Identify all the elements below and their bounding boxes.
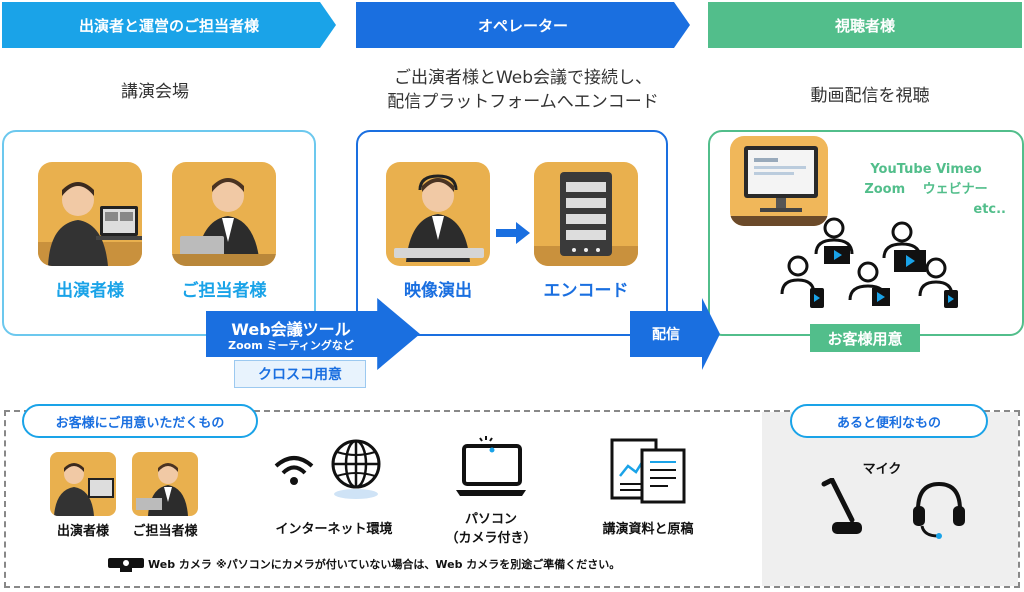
platforms-line2: Zoom ウェビナー — [864, 182, 988, 197]
headset-icon — [910, 478, 968, 540]
operator-subhead: ご出演者様とWeb会議で接続し、 配信プラットフォームへエンコード — [356, 66, 690, 114]
platforms-list: YouTube Vimeo Zoom ウェビナー etc.. — [836, 160, 1016, 220]
performer-image — [38, 162, 142, 266]
operator-subhead-line1: ご出演者様とWeb会議で接続し、 — [393, 68, 653, 88]
staff-small-caption: ご担当者様 — [132, 524, 198, 539]
distribution-label: 配信 — [652, 327, 680, 343]
docs-caption: 講演資料と原稿 — [602, 522, 694, 537]
performer-small-image — [50, 452, 116, 516]
performer-small-caption: 出演者様 — [56, 524, 109, 539]
pc-caption-line2: （カメラ付き） — [445, 531, 537, 546]
header-viewers-label: 視聴者様 — [834, 16, 895, 35]
header-performers-label: 出演者と運営のご担当者様 — [78, 16, 259, 35]
platforms-line3: etc.. — [973, 202, 1006, 217]
web-meeting-subtitle: Zoom ミーティングなど — [228, 339, 354, 352]
video-direction-caption: 映像演出 — [404, 281, 472, 301]
encode-caption: エンコード — [543, 281, 629, 301]
mic-icon — [818, 476, 868, 538]
webcam-label: Web カメラ — [148, 558, 212, 571]
encoder-image — [534, 162, 638, 266]
wifi-icon — [272, 452, 316, 488]
operator-image — [386, 162, 490, 266]
staff-image — [172, 162, 276, 266]
webcam-icon — [108, 556, 144, 572]
header-performers: 出演者と運営のご担当者様 — [2, 2, 336, 48]
header-operator: オペレーター — [356, 2, 690, 48]
flow-arrow-icon — [496, 222, 530, 244]
prepare-title-pill: お客様にご用意いただくもの — [22, 404, 258, 438]
laptop-icon — [456, 436, 526, 498]
crossco-badge: クロスコ用意 — [234, 360, 366, 388]
pc-caption-line1: パソコン — [464, 512, 517, 527]
operator-subhead-line2: 配信プラットフォームへエンコード — [387, 92, 659, 112]
pc-caption: パソコン （カメラ付き） — [436, 508, 546, 546]
handy-items-area — [762, 412, 1018, 586]
crossco-badge-label: クロスコ用意 — [258, 367, 342, 383]
globe-icon — [328, 438, 384, 500]
handy-title: あると便利なもの — [836, 415, 941, 431]
staff-illustration — [172, 178, 276, 266]
customer-badge: お客様用意 — [810, 324, 920, 352]
customer-badge-label: お客様用意 — [827, 329, 903, 348]
mic-caption: マイク — [862, 462, 902, 477]
web-meeting-title: Web会議ツール — [231, 320, 351, 339]
documents-icon — [608, 436, 688, 504]
monitor-illustration — [730, 146, 828, 226]
operator-illustration — [394, 174, 484, 262]
performer-caption: 出演者様 — [56, 281, 124, 301]
venue-subhead: 講演会場 — [121, 82, 189, 102]
server-illustration — [534, 172, 638, 266]
performer-small-illustration — [54, 463, 114, 516]
performer-illustration — [38, 182, 142, 266]
staff-small-illustration — [136, 463, 188, 516]
viewers-subhead: 動画配信を視聴 — [810, 86, 930, 106]
header-viewers: 視聴者様 — [708, 2, 1022, 48]
internet-caption: インターネット環境 — [275, 522, 393, 537]
header-operator-label: オペレーター — [477, 16, 568, 35]
prepare-title: お客様にご用意いただくもの — [55, 415, 225, 431]
webcam-note: ※パソコンにカメラが付いていない場合は、Web カメラを別途ご準備ください。 — [216, 558, 621, 571]
viewers-group-icon — [780, 216, 970, 312]
viewing-monitor-image — [730, 136, 828, 226]
staff-small-image — [132, 452, 198, 516]
platforms-line1: YouTube Vimeo — [870, 162, 982, 177]
requirements-panel — [4, 410, 1020, 588]
handy-title-pill: あると便利なもの — [790, 404, 988, 438]
staff-caption: ご担当者様 — [181, 281, 267, 301]
